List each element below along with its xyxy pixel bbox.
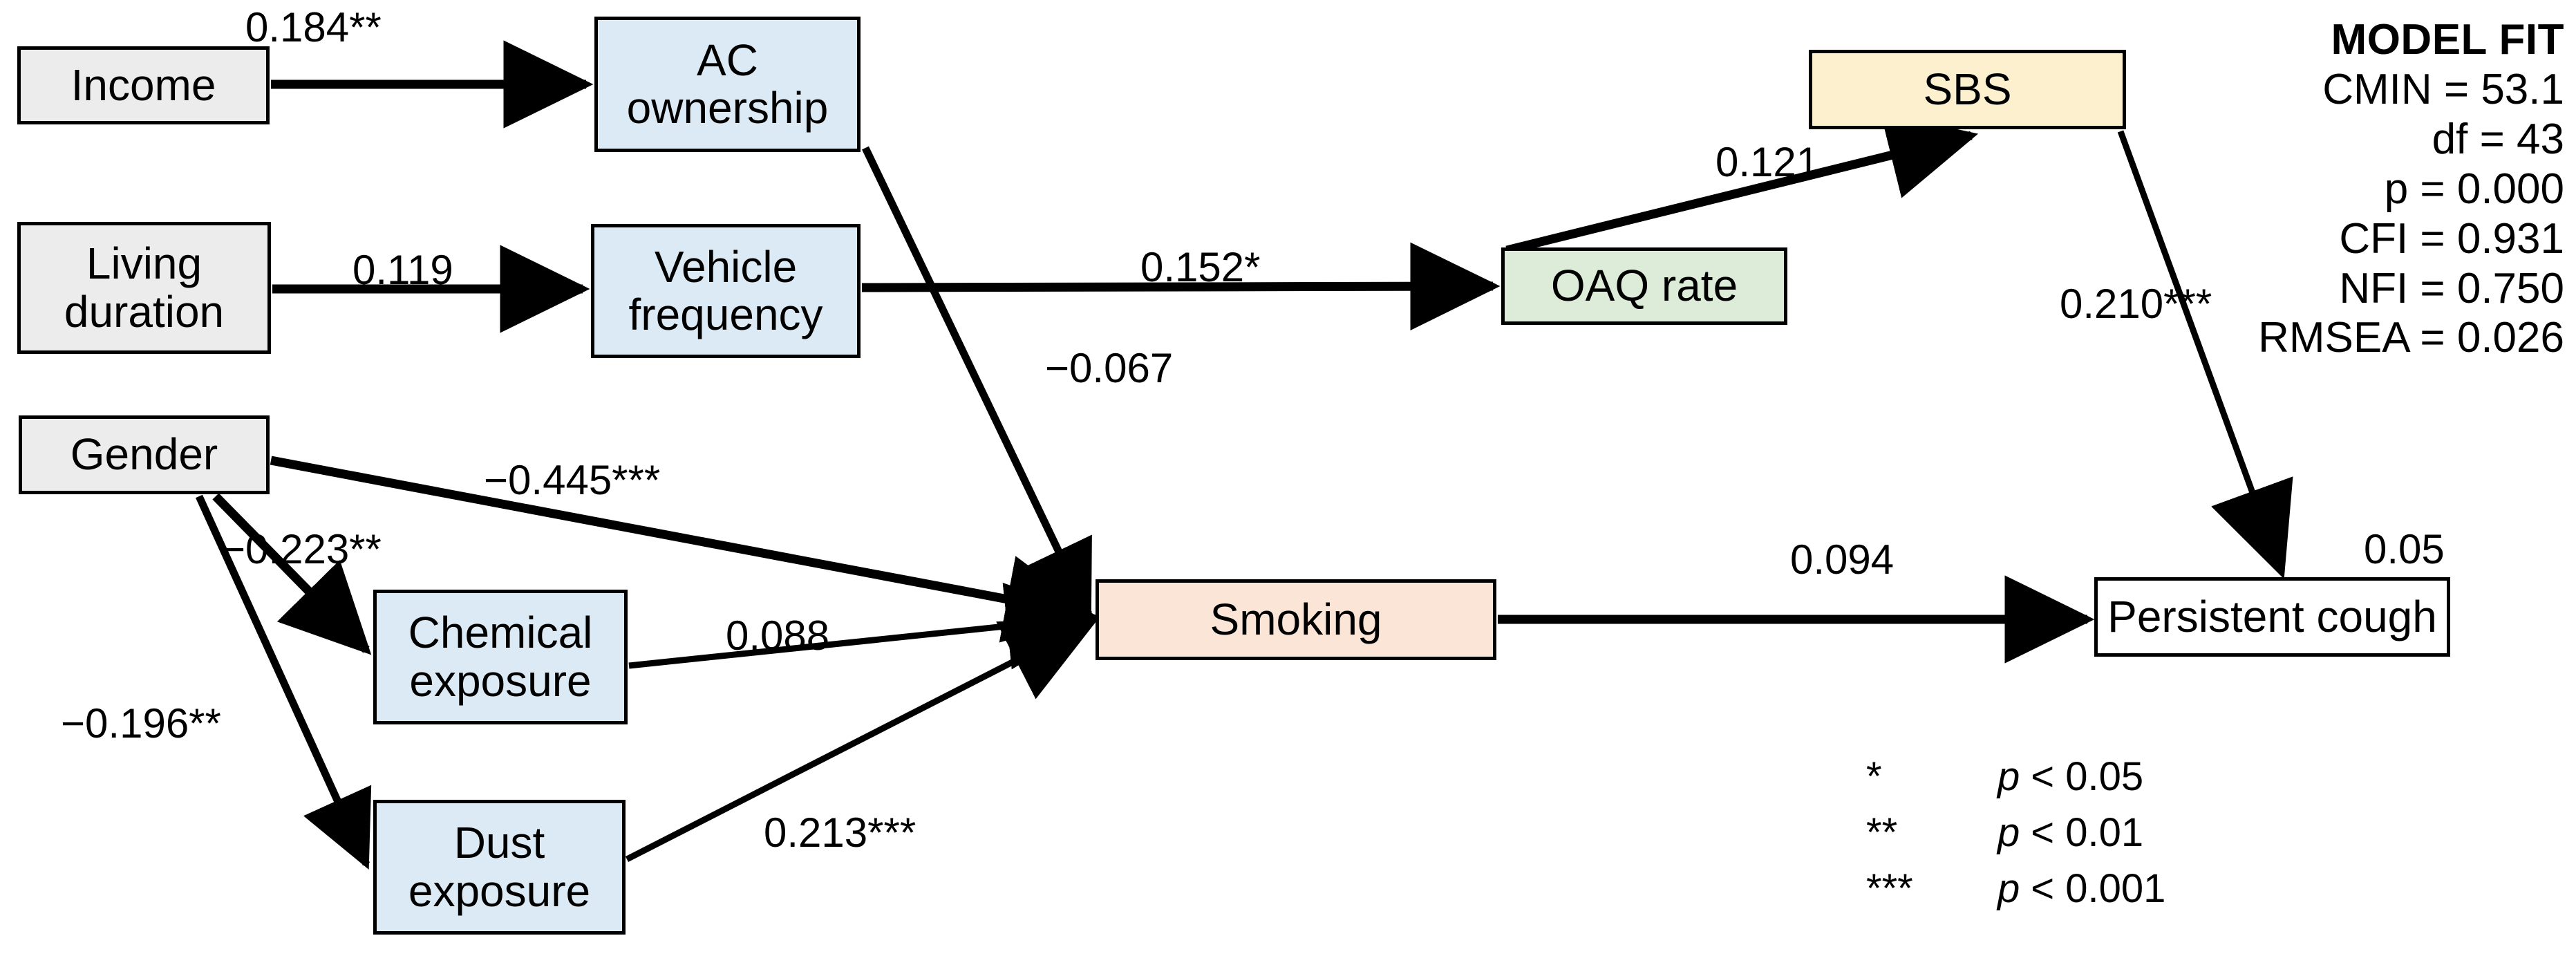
legend-row-p05: * p < 0.05 bbox=[1866, 753, 2165, 800]
legend-p-symbol-two: p bbox=[1997, 810, 2020, 855]
edge-label-dust-exposure-smoking: 0.213*** bbox=[764, 809, 916, 856]
node-oaq-rate-label: OAQ rate bbox=[1550, 261, 1738, 311]
edge-sbs-to-persistent-cough bbox=[2117, 130, 2293, 579]
edge-label-income-ac-ownership: 0.184** bbox=[245, 4, 382, 50]
edge-label-gender-dust-exposure: −0.196** bbox=[61, 700, 221, 747]
edge-label-oaq-rate-sbs: 0.121 bbox=[1715, 139, 1820, 185]
edge-dust-exposure-to-smoking bbox=[625, 617, 1100, 863]
node-gender-label: Gender bbox=[70, 429, 218, 480]
node-sbs[interactable]: SBS bbox=[1809, 50, 2126, 129]
model-fit-cmin: CMIN = 53.1 bbox=[2322, 65, 2564, 113]
node-smoking[interactable]: Smoking bbox=[1096, 579, 1496, 660]
node-gender[interactable]: Gender bbox=[19, 415, 270, 494]
edge-label-gender-smoking: −0.445*** bbox=[484, 457, 661, 503]
edge-ac-ownership-to-smoking bbox=[862, 146, 1092, 619]
legend-p-symbol-three: p bbox=[1997, 866, 2020, 911]
edge-oaq-rate-to-sbs bbox=[1505, 112, 1979, 255]
significance-legend: * p < 0.05 ** p < 0.01 *** p < 0.001 bbox=[1866, 753, 2165, 921]
model-fit-nfi: NFI = 0.750 bbox=[2339, 264, 2564, 312]
r-squared-persistent-cough: 0.05 bbox=[2364, 526, 2445, 572]
model-fit-rmsea: RMSEA = 0.026 bbox=[2258, 314, 2564, 362]
edge-label-ac-ownership-smoking: −0.067 bbox=[1045, 345, 1174, 391]
legend-row-p01: ** p < 0.01 bbox=[1866, 809, 2165, 856]
edge-label-sbs-persistent-cough: 0.210*** bbox=[2060, 281, 2212, 327]
edge-gender-to-dust-exposure bbox=[195, 494, 372, 870]
legend-threshold-three: < 0.001 bbox=[2031, 866, 2166, 911]
legend-stars-two: ** bbox=[1866, 810, 1898, 855]
edge-label-living-duration-vehicle-frequency: 0.119 bbox=[352, 247, 453, 293]
model-fit-title: MODEL FIT bbox=[2331, 16, 2564, 64]
model-fit-cfi: CFI = 0.931 bbox=[2339, 214, 2564, 263]
model-fit-p: p = 0.000 bbox=[2384, 165, 2564, 213]
edge-label-chemical-exposure-smoking: 0.088 bbox=[726, 612, 830, 659]
model-fit-block: MODEL FIT CMIN = 53.1 df = 43 p = 0.000 … bbox=[2115, 15, 2564, 363]
legend-stars-three: *** bbox=[1866, 866, 1913, 911]
edge-vehicle-frequency-to-oaq-rate bbox=[861, 242, 1501, 330]
node-persistent-cough-label: Persistent cough bbox=[2107, 591, 2437, 641]
node-sbs-label: SBS bbox=[1923, 64, 2012, 114]
legend-stars-one: * bbox=[1866, 754, 1882, 799]
edge-label-vehicle-frequency-oaq-rate: 0.152* bbox=[1140, 244, 1261, 290]
legend-threshold-one: < 0.05 bbox=[2031, 754, 2144, 799]
model-fit-df: df = 43 bbox=[2432, 115, 2564, 163]
legend-p-symbol-one: p bbox=[1997, 754, 2020, 799]
node-persistent-cough[interactable]: Persistent cough bbox=[2094, 577, 2450, 657]
edge-label-gender-chemical-exposure: −0.223** bbox=[221, 526, 382, 572]
legend-threshold-two: < 0.01 bbox=[2031, 810, 2144, 855]
edge-gender-to-smoking bbox=[270, 456, 1096, 643]
node-oaq-rate[interactable]: OAQ rate bbox=[1501, 247, 1787, 325]
node-income-label: Income bbox=[70, 59, 216, 110]
edge-gender-to-chemical-exposure bbox=[212, 493, 372, 655]
node-income[interactable]: Income bbox=[17, 46, 270, 124]
edge-label-smoking-persistent-cough: 0.094 bbox=[1790, 536, 1895, 583]
legend-row-p001: *** p < 0.001 bbox=[1866, 865, 2165, 912]
node-smoking-label: Smoking bbox=[1210, 594, 1382, 644]
